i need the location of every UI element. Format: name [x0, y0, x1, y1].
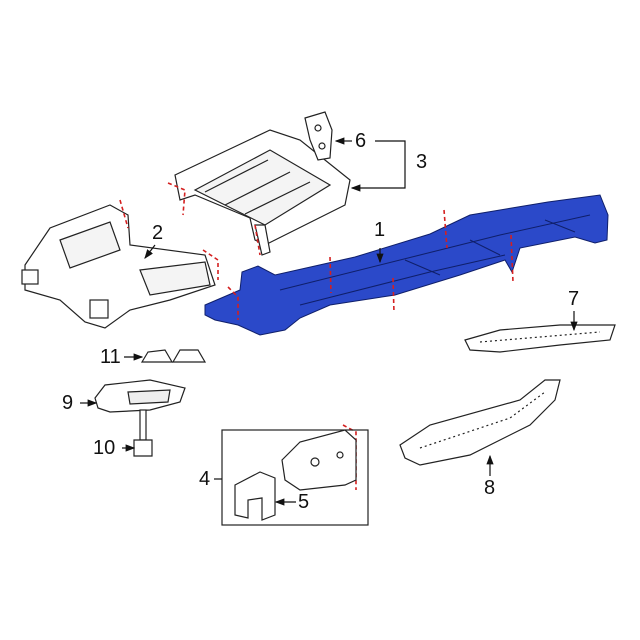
callout-7: 7 — [568, 288, 580, 310]
callout-9: 9 — [62, 392, 74, 414]
callout-6: 6 — [355, 130, 367, 152]
cut-lines — [119, 182, 514, 490]
part-3-frame-section[interactable] — [174, 129, 351, 256]
callout-2: 2 — [152, 222, 164, 244]
callout-3: 3 — [416, 151, 428, 173]
part-5-plate[interactable] — [234, 471, 276, 521]
part-4-group-box — [221, 429, 369, 526]
callout-leaders — [80, 137, 578, 506]
callout-8: 8 — [484, 477, 496, 499]
part-8-skid-plate[interactable] — [399, 379, 561, 466]
callout-5: 5 — [298, 491, 310, 513]
callout-4: 4 — [199, 468, 211, 490]
part-1-frame-assembly[interactable] — [204, 194, 609, 336]
callout-10: 10 — [93, 437, 116, 459]
part-7-skid-plate[interactable] — [464, 324, 616, 353]
part-6-bracket[interactable] — [304, 111, 333, 161]
part-10-bolt[interactable] — [133, 409, 153, 457]
callout-1: 1 — [374, 219, 386, 241]
part-9-bracket[interactable] — [94, 379, 186, 413]
part-11-mounts[interactable] — [140, 349, 207, 363]
part-2-front-frame-section[interactable] — [21, 204, 216, 329]
part-4-reinforcement[interactable] — [281, 429, 357, 491]
callout-11: 11 — [100, 346, 121, 368]
